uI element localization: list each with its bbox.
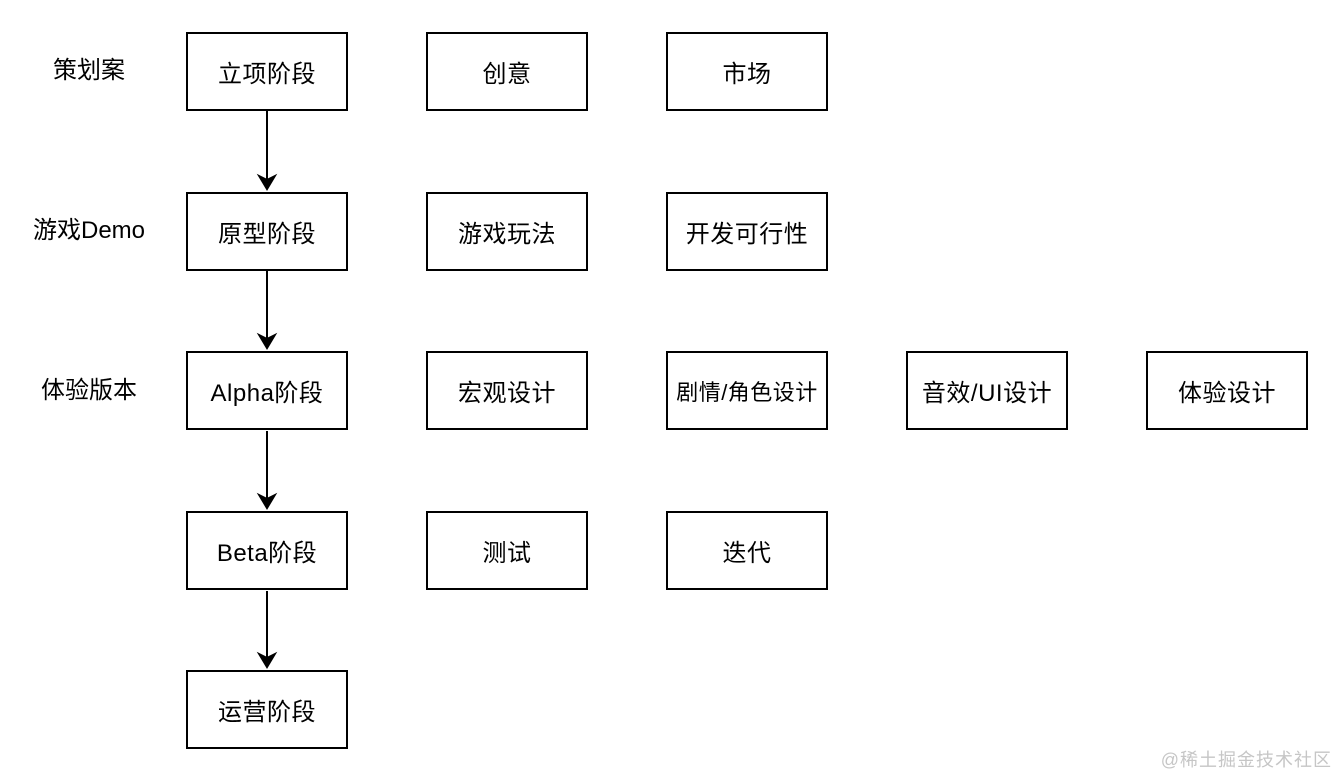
node-experience-design: 体验设计 [1146, 351, 1308, 430]
row-label-planning-doc: 策划案 [53, 57, 125, 84]
node-dev-feasibility: 开发可行性 [666, 192, 828, 271]
arrow-initiation-to-prototype [256, 111, 278, 191]
node-prototype-stage: 原型阶段 [186, 192, 348, 271]
node-market: 市场 [666, 32, 828, 111]
node-beta-stage: Beta阶段 [186, 511, 348, 590]
arrow-alpha-to-beta [256, 431, 278, 510]
node-testing: 测试 [426, 511, 588, 590]
node-iteration: 迭代 [666, 511, 828, 590]
watermark: @稀土掘金技术社区 [1160, 750, 1332, 770]
node-macro-design: 宏观设计 [426, 351, 588, 430]
row-label-experience-version: 体验版本 [41, 377, 137, 404]
node-creativity: 创意 [426, 32, 588, 111]
node-initiation-stage: 立项阶段 [186, 32, 348, 111]
arrow-beta-to-operation [256, 591, 278, 669]
row-label-game-demo: 游戏Demo [32, 217, 146, 244]
node-gameplay: 游戏玩法 [426, 192, 588, 271]
node-operation-stage: 运营阶段 [186, 670, 348, 749]
arrow-prototype-to-alpha [256, 271, 278, 350]
node-alpha-stage: Alpha阶段 [186, 351, 348, 430]
node-audio-ui-design: 音效/UI设计 [906, 351, 1068, 430]
node-story-character-design: 剧情/角色设计 [666, 351, 828, 430]
